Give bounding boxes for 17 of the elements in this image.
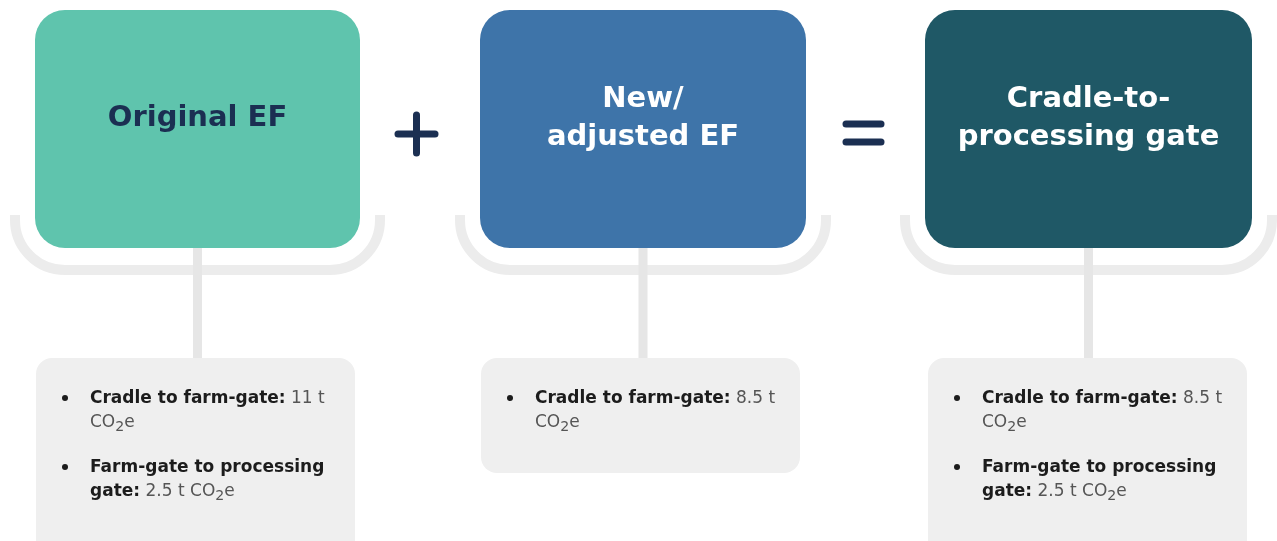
category-box: [925, 10, 1252, 248]
category-title: Original EF: [107, 98, 288, 136]
category-title: New/ adjusted EF: [545, 79, 741, 154]
detail-card: [36, 358, 355, 541]
connector-line: [638, 248, 648, 358]
connector-line: [193, 248, 202, 358]
detail-card: [481, 358, 800, 473]
detail-card: [928, 358, 1247, 541]
category-box: [480, 10, 806, 248]
category-title: Cradle-to- processing gate: [956, 79, 1221, 154]
bullet-text: Cradle to farm-gate: 11 t CO$_{2}$e: [90, 387, 325, 431]
bullet-text: Farm-gate to processing gate: 2.5 t CO$_{2}$e: [90, 456, 325, 500]
connector-line: [1084, 248, 1093, 358]
category-box: [35, 10, 360, 248]
bullet-text: Cradle to farm-gate: 8.5 t CO$_{2}$e: [535, 387, 776, 431]
bullet-text: Cradle to farm-gate: 8.5 t CO$_{2}$e: [982, 387, 1223, 431]
bullet-text: Farm-gate to processing gate: 2.5 t CO$_{2}$e: [982, 456, 1217, 500]
